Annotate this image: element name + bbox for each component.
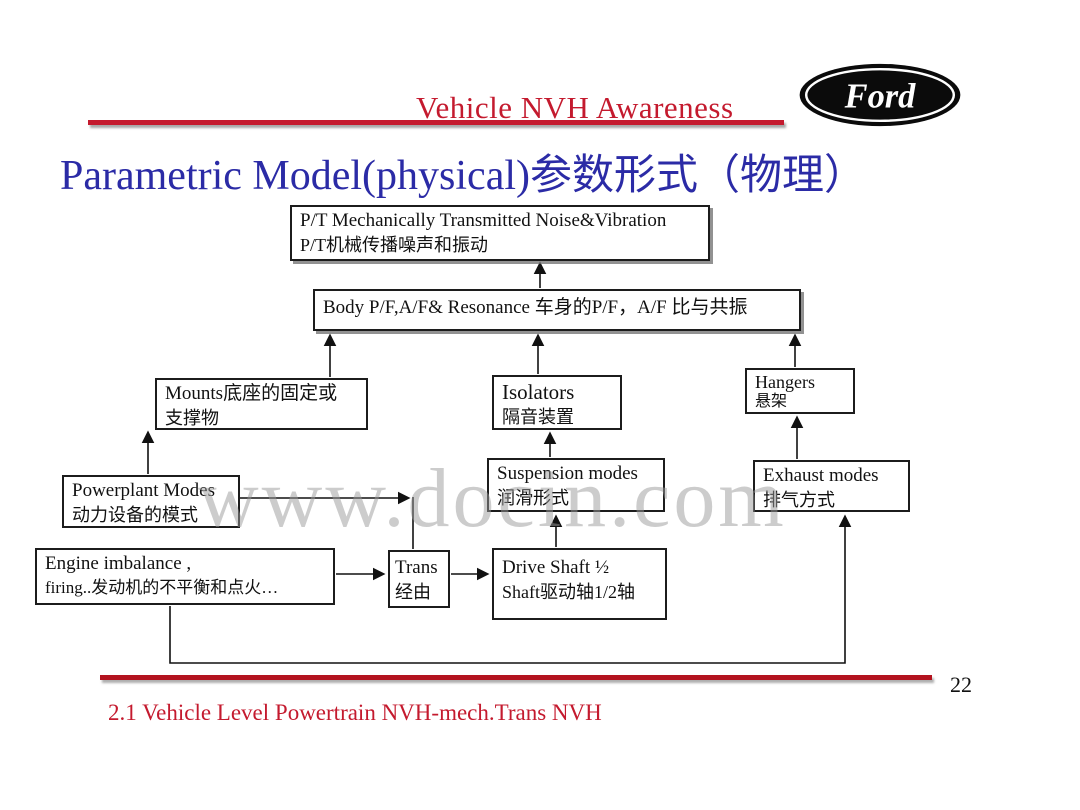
box-pt-noise-line1: P/T Mechanically Transmitted Noise&Vibra… (300, 210, 667, 231)
box-suspension-line2: 润滑形式 (497, 487, 569, 508)
box-isolators: Isolators 隔音装置 (492, 375, 622, 430)
box-powerplant-line1: Powerplant Modes (72, 480, 216, 501)
box-engine-line2: firing..发动机的不平衡和点火… (45, 577, 279, 597)
footer-text: 2.1 Vehicle Level Powertrain NVH-mech.Tr… (108, 700, 602, 725)
arrow-engine-bottom-to-exhaust (169, 514, 852, 664)
box-trans-line2: 经由 (395, 581, 431, 602)
box-exhaust: Exhaust modes 排气方式 (753, 460, 910, 512)
box-isolators-line1: Isolators (502, 380, 575, 404)
box-hangers-line1: Hangers (755, 372, 815, 392)
box-drive-shaft-line2: Shaft驱动轴1/2轴 (502, 581, 635, 602)
box-isolators-line2: 隔音装置 (502, 407, 574, 428)
page-number: 22 (950, 672, 972, 697)
ford-logo-text: Ford (844, 77, 917, 115)
box-powerplant: Powerplant Modes 动力设备的模式 (62, 475, 240, 528)
header-title: Vehicle NVH Awareness (416, 90, 734, 125)
footer-rule (100, 675, 932, 680)
box-hangers: Hangers 悬架 (745, 368, 855, 414)
box-powerplant-line2: 动力设备的模式 (72, 504, 198, 525)
box-exhaust-line2: 排气方式 (763, 489, 835, 510)
box-trans: Trans 经由 (388, 550, 450, 608)
slide-title: Parametric Model(physical)参数形式（物理） (60, 153, 866, 199)
box-exhaust-line1: Exhaust modes (763, 465, 879, 486)
box-pt-noise: P/T Mechanically Transmitted Noise&Vibra… (290, 205, 710, 261)
box-pt-noise-line2: P/T机械传播噪声和振动 (300, 234, 489, 255)
box-trans-line1: Trans (395, 557, 438, 578)
box-mounts: Mounts底座的固定或 支撑物 (155, 378, 368, 430)
ford-logo: Ford (798, 62, 962, 128)
box-engine-line1: Engine imbalance , (45, 553, 192, 574)
box-engine: Engine imbalance , firing..发动机的不平衡和点火… (35, 548, 335, 605)
box-mounts-line1: Mounts底座的固定或 (165, 383, 338, 404)
box-body-resonance: Body P/F,A/F& Resonance 车身的P/F，A/F 比与共振 (313, 289, 801, 331)
box-hangers-line2: 悬架 (755, 392, 788, 410)
box-drive-shaft-line1: Drive Shaft ½ (502, 557, 610, 578)
ford-oval-ring (804, 67, 956, 123)
box-drive-shaft: Drive Shaft ½ Shaft驱动轴1/2轴 (492, 548, 667, 620)
ford-oval-outer (799, 63, 961, 127)
box-mounts-line2: 支撑物 (165, 407, 219, 428)
box-body-resonance-line1: Body P/F,A/F& Resonance 车身的P/F，A/F 比与共振 (323, 297, 748, 318)
box-suspension: Suspension modes 润滑形式 (487, 458, 665, 512)
box-suspension-line1: Suspension modes (497, 463, 638, 484)
header-rule (88, 120, 784, 125)
ford-logo-graphic: Ford (799, 63, 961, 127)
